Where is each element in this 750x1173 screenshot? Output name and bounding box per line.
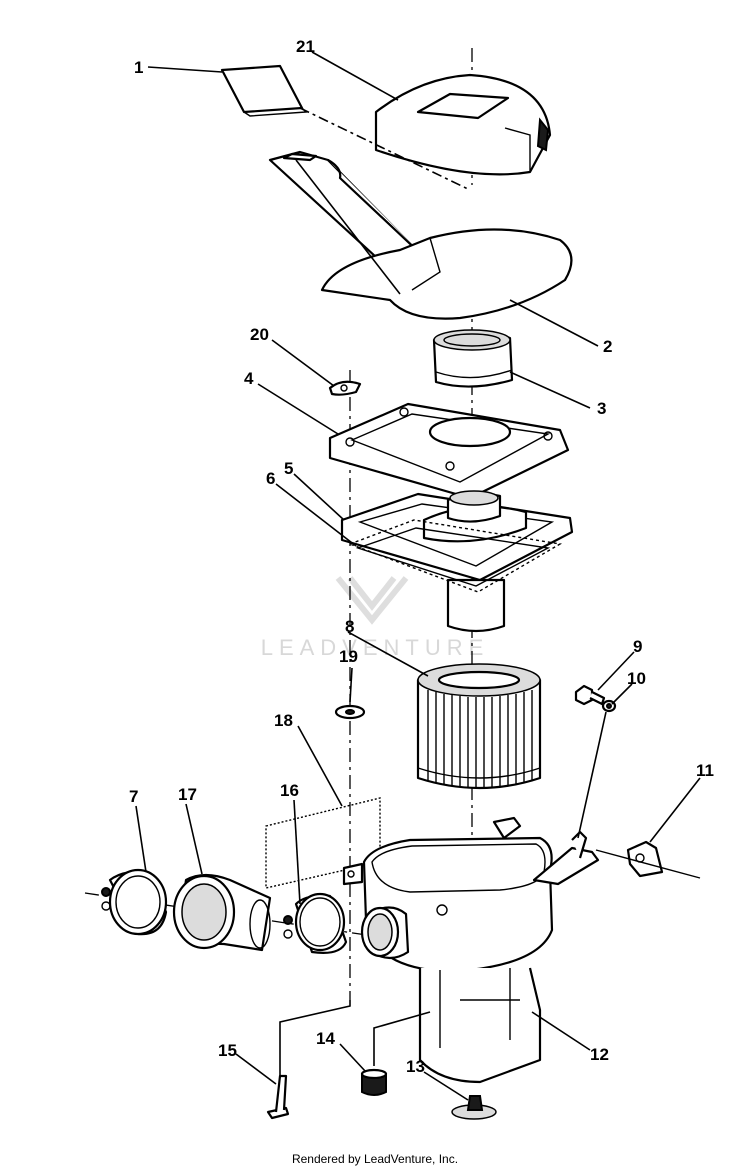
part-2-intake-duct	[268, 150, 573, 320]
part-20-clip	[328, 380, 362, 396]
part-7-clamp-ring	[101, 868, 168, 936]
callout-15: 15	[218, 1041, 237, 1060]
callout-1: 1	[134, 58, 143, 77]
leader-lines	[135, 51, 701, 1101]
callout-5: 5	[284, 459, 293, 478]
part-16-clamp	[283, 892, 348, 954]
part-8-filter-element	[416, 663, 542, 790]
callout-17: 17	[178, 785, 197, 804]
callout-6: 6	[266, 469, 275, 488]
callout-9: 9	[633, 637, 642, 656]
watermark-text: LEADVENTURE	[261, 635, 490, 660]
part-9-bolt	[574, 684, 606, 706]
callout-11: 11	[696, 761, 714, 780]
callout-2: 2	[603, 337, 612, 356]
callout-12: 12	[590, 1045, 609, 1064]
part-14-plug	[360, 1068, 388, 1096]
callout-13: 13	[406, 1057, 425, 1076]
part-17-hose	[172, 873, 272, 952]
callout-18: 18	[274, 711, 293, 730]
callout-8: 8	[345, 617, 354, 636]
part-13-drain-valve	[451, 1095, 497, 1120]
callout-21: 21	[296, 37, 315, 56]
callout-20: 20	[250, 325, 269, 344]
footer-credit: Rendered by LeadVenture, Inc.	[291, 1152, 459, 1166]
callout-14: 14	[316, 1029, 335, 1048]
watermark-logo-icon	[335, 576, 409, 625]
callout-4: 4	[244, 369, 254, 388]
callout-3: 3	[597, 399, 606, 418]
callout-16: 16	[280, 781, 299, 800]
part-12-air-cleaner-body	[342, 816, 600, 1084]
callout-7: 7	[129, 787, 138, 806]
callout-10: 10	[627, 669, 646, 688]
leadventure-watermark: LEADVENTURE	[261, 576, 490, 660]
callout-numbers: 1 21 2 3 20 4 5 6 8 9 10 11 19 18 16 17 …	[129, 37, 714, 1076]
part-15-bolt	[266, 1074, 290, 1120]
part-5-housing-top	[340, 490, 574, 633]
part-19-washer	[334, 704, 366, 720]
part-11-bracket	[595, 840, 701, 879]
part-12-intake-tube	[360, 906, 410, 960]
part-3-coupling	[432, 329, 514, 388]
part-6-gasket	[348, 519, 563, 593]
part-4-cover-plate	[328, 402, 570, 500]
callout-19: 19	[339, 647, 358, 666]
part-21-foam-block	[374, 73, 552, 176]
part-1-flap	[220, 64, 308, 117]
part-10-washer	[601, 699, 617, 713]
